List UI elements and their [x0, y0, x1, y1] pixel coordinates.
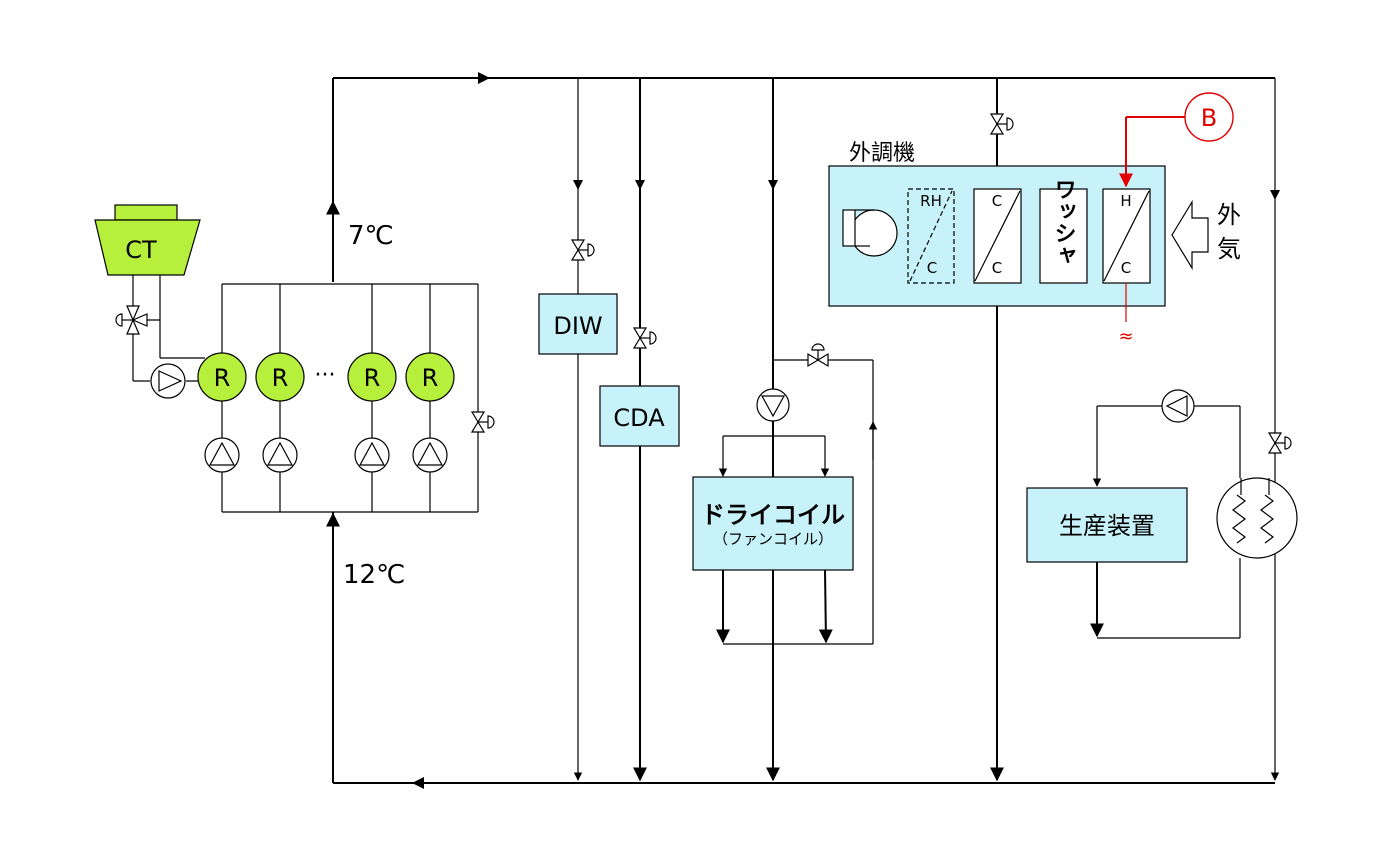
- cooling-coil: C C: [973, 188, 1022, 284]
- chilled-water-pump-3-icon: [354, 437, 390, 473]
- diw-branch: DIW: [538, 78, 618, 781]
- dry-coil-unit: ドライコイル （ファンコイル）: [692, 476, 854, 571]
- production-branch: [1270, 78, 1280, 781]
- condenser-pump-icon: [150, 363, 186, 399]
- process-water-loop: [1090, 405, 1241, 639]
- cooling-tower-label: CT: [125, 236, 157, 264]
- dry-coil-subtitle: （ファンコイル）: [713, 530, 833, 548]
- supply-temperature-label: 7℃: [348, 221, 394, 251]
- air-washer: ワッシャ: [1039, 178, 1088, 284]
- dry-coil-title: ドライコイル: [701, 501, 845, 529]
- bypass-valve-icon: [470, 411, 495, 433]
- reheat-coil: RH C: [907, 188, 955, 284]
- production-valve-icon: [1267, 432, 1292, 454]
- chiller-1-label: R: [214, 364, 231, 392]
- return-temperature-label: 12℃: [343, 560, 405, 590]
- heating-coil: H C: [1102, 188, 1151, 284]
- process-pump-icon: [1161, 389, 1195, 423]
- chiller-2: R: [255, 352, 305, 402]
- dry-coil-pump-icon: [756, 388, 790, 422]
- cooling-tower: CT: [94, 204, 201, 276]
- chiller-2-label: R: [272, 364, 289, 392]
- chilled-water-pump-4-icon: [412, 437, 448, 473]
- cooling-coil-bottom-label: C: [992, 259, 1002, 277]
- production-equipment-label: 生産装置: [1059, 512, 1155, 540]
- reheat-coil-bottom-label: C: [927, 259, 937, 277]
- three-way-valve-icon: [115, 305, 148, 335]
- chiller-4: R: [405, 352, 455, 402]
- diw-box: [538, 293, 618, 355]
- chiller-3-label: R: [364, 364, 381, 392]
- chiller-3: R: [347, 352, 397, 402]
- heat-exchanger-icon: [1216, 477, 1298, 559]
- b-marker-label: B: [1201, 104, 1217, 132]
- chiller-1: R: [197, 352, 247, 402]
- return-header: [326, 512, 1275, 789]
- production-equipment: 生産装置: [1026, 487, 1188, 563]
- steam-supply-line: ≈: [1118, 116, 1185, 347]
- outdoor-air-label-2: 気: [1217, 235, 1241, 263]
- ahu-title: 外調機: [849, 141, 915, 166]
- chilled-water-pump-1-icon: [204, 437, 240, 473]
- cda-branch: CDA: [599, 78, 680, 782]
- chilled-water-pump-2-icon: [262, 437, 298, 473]
- dry-coil-mixing-valve-icon: [807, 343, 829, 368]
- fan-icon: [842, 209, 898, 257]
- cda-label: CDA: [613, 404, 665, 432]
- outdoor-air-arrow-icon: [1171, 199, 1209, 271]
- cda-box: [599, 385, 680, 447]
- diw-label: DIW: [553, 312, 602, 340]
- b-marker: B: [1184, 92, 1234, 142]
- cda-valve-icon: [632, 327, 657, 349]
- diw-valve-icon: [570, 239, 595, 261]
- chiller-4-label: R: [422, 364, 439, 392]
- reheat-coil-top-label: RH: [920, 192, 942, 210]
- outdoor-air-label-1: 外: [1217, 201, 1241, 229]
- heating-coil-bottom-label: C: [1121, 259, 1131, 277]
- ahu-valve-icon: [989, 113, 1014, 135]
- air-washer-label: ワッシャ: [1051, 178, 1076, 266]
- dry-coil-branch: [716, 78, 878, 782]
- cooling-coil-top-label: C: [992, 192, 1002, 210]
- chiller-ellipsis: ···: [315, 363, 336, 388]
- supply-header: [326, 72, 1275, 282]
- steam-trap-symbol: ≈: [1118, 326, 1133, 347]
- heating-coil-top-label: H: [1120, 192, 1131, 210]
